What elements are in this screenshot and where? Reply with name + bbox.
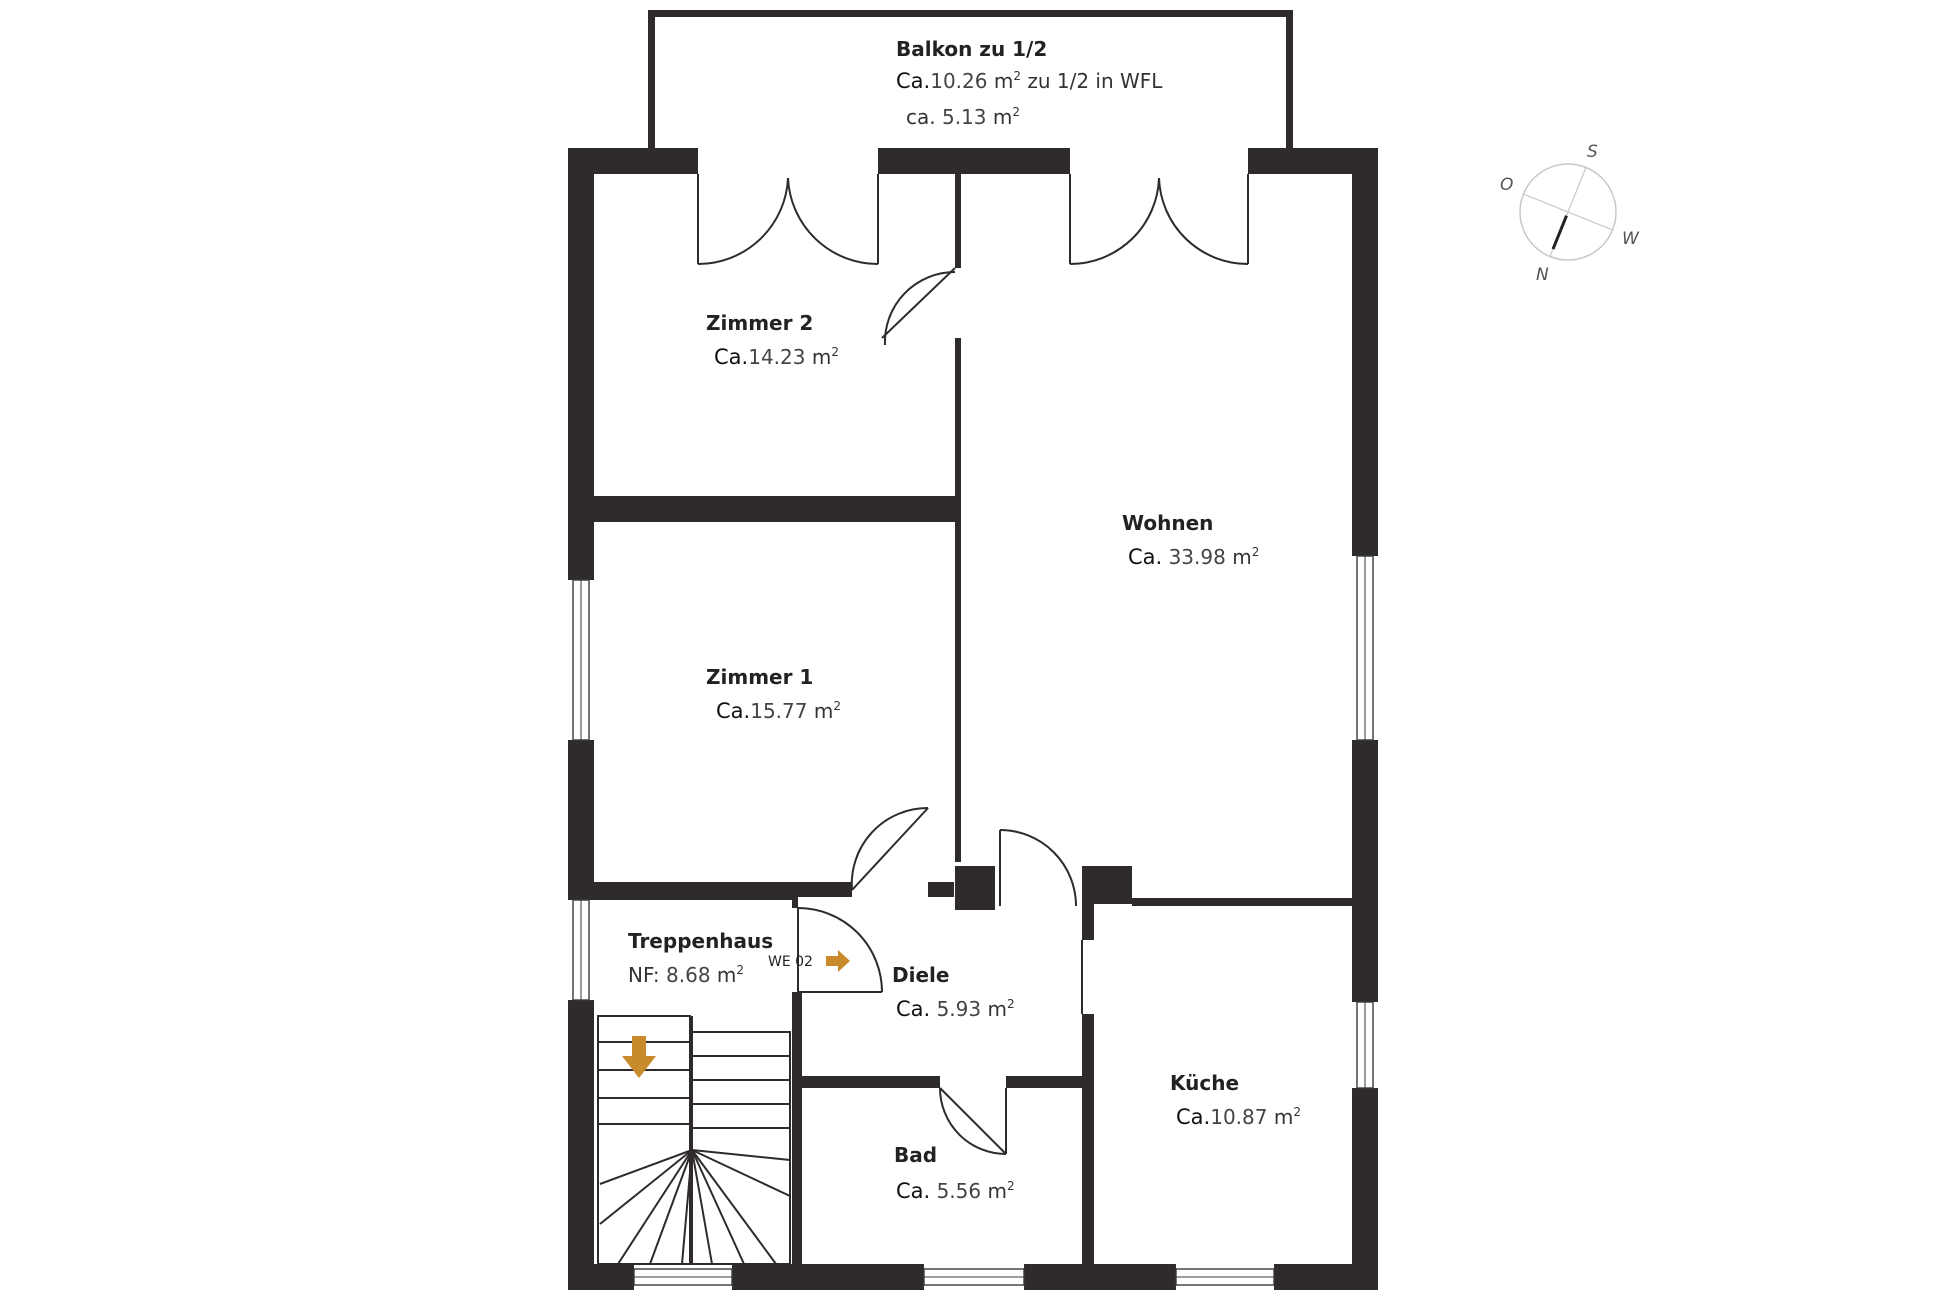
room-name-diele: Diele	[892, 963, 949, 987]
room-name-zimmer1: Zimmer 1	[706, 665, 813, 689]
room-name-balkon: Balkon zu 1/2	[896, 37, 1047, 61]
compass-north-label: N	[1536, 265, 1549, 285]
room-name-zimmer2: Zimmer 2	[706, 311, 813, 335]
stair-down-arrow	[622, 1036, 656, 1078]
room-area-zimmer2: Ca.14.23 m2	[714, 345, 839, 369]
compass-west-label: W	[1622, 229, 1640, 249]
room-name-treppenhaus: Treppenhaus	[628, 929, 773, 953]
compass-east-label: O	[1500, 175, 1513, 195]
balcony-outline	[648, 10, 1293, 150]
room-bad: Bad Ca. 5.56 m2	[894, 1143, 1015, 1203]
room-name-kueche: Küche	[1170, 1071, 1239, 1095]
windows	[572, 555, 1374, 1286]
entrance-label: WE 02	[768, 954, 813, 970]
staircase	[597, 1015, 791, 1265]
room-zimmer2: Zimmer 2 Ca.14.23 m2	[706, 311, 839, 369]
room-name-wohnen: Wohnen	[1122, 511, 1213, 535]
exterior-walls	[568, 148, 1378, 1290]
room-diele: Diele Ca. 5.93 m2	[892, 963, 1015, 1021]
room-area-diele: Ca. 5.93 m2	[896, 997, 1015, 1021]
room-area-kueche: Ca.10.87 m2	[1176, 1105, 1301, 1129]
compass-south-label: S	[1587, 142, 1598, 162]
room-balkon: Balkon zu 1/2 Ca.10.26 m2 zu 1/2 in WFL …	[896, 37, 1163, 129]
entrance-arrow	[826, 950, 850, 972]
room-treppenhaus: Treppenhaus NF: 8.68 m2	[628, 929, 773, 987]
doors	[697, 174, 1249, 1155]
room-area-balkon: Ca.10.26 m2 zu 1/2 in WFL	[896, 69, 1163, 93]
room-zimmer1: Zimmer 1 Ca.15.77 m2	[706, 665, 841, 723]
interior-walls	[594, 174, 1352, 1264]
room-name-bad: Bad	[894, 1143, 937, 1167]
room-area-zimmer1: Ca.15.77 m2	[716, 699, 841, 723]
room-wohnen: Wohnen Ca. 33.98 m2	[1122, 511, 1259, 569]
room-area-wohnen: Ca. 33.98 m2	[1128, 545, 1259, 569]
room-area-balkon-wfl: ca. 5.13 m2	[906, 105, 1020, 129]
compass	[1519, 163, 1617, 261]
room-kueche: Küche Ca.10.87 m2	[1170, 1071, 1301, 1129]
room-area-bad: Ca. 5.56 m2	[896, 1179, 1015, 1203]
room-area-treppenhaus: NF: 8.68 m2	[628, 963, 744, 987]
